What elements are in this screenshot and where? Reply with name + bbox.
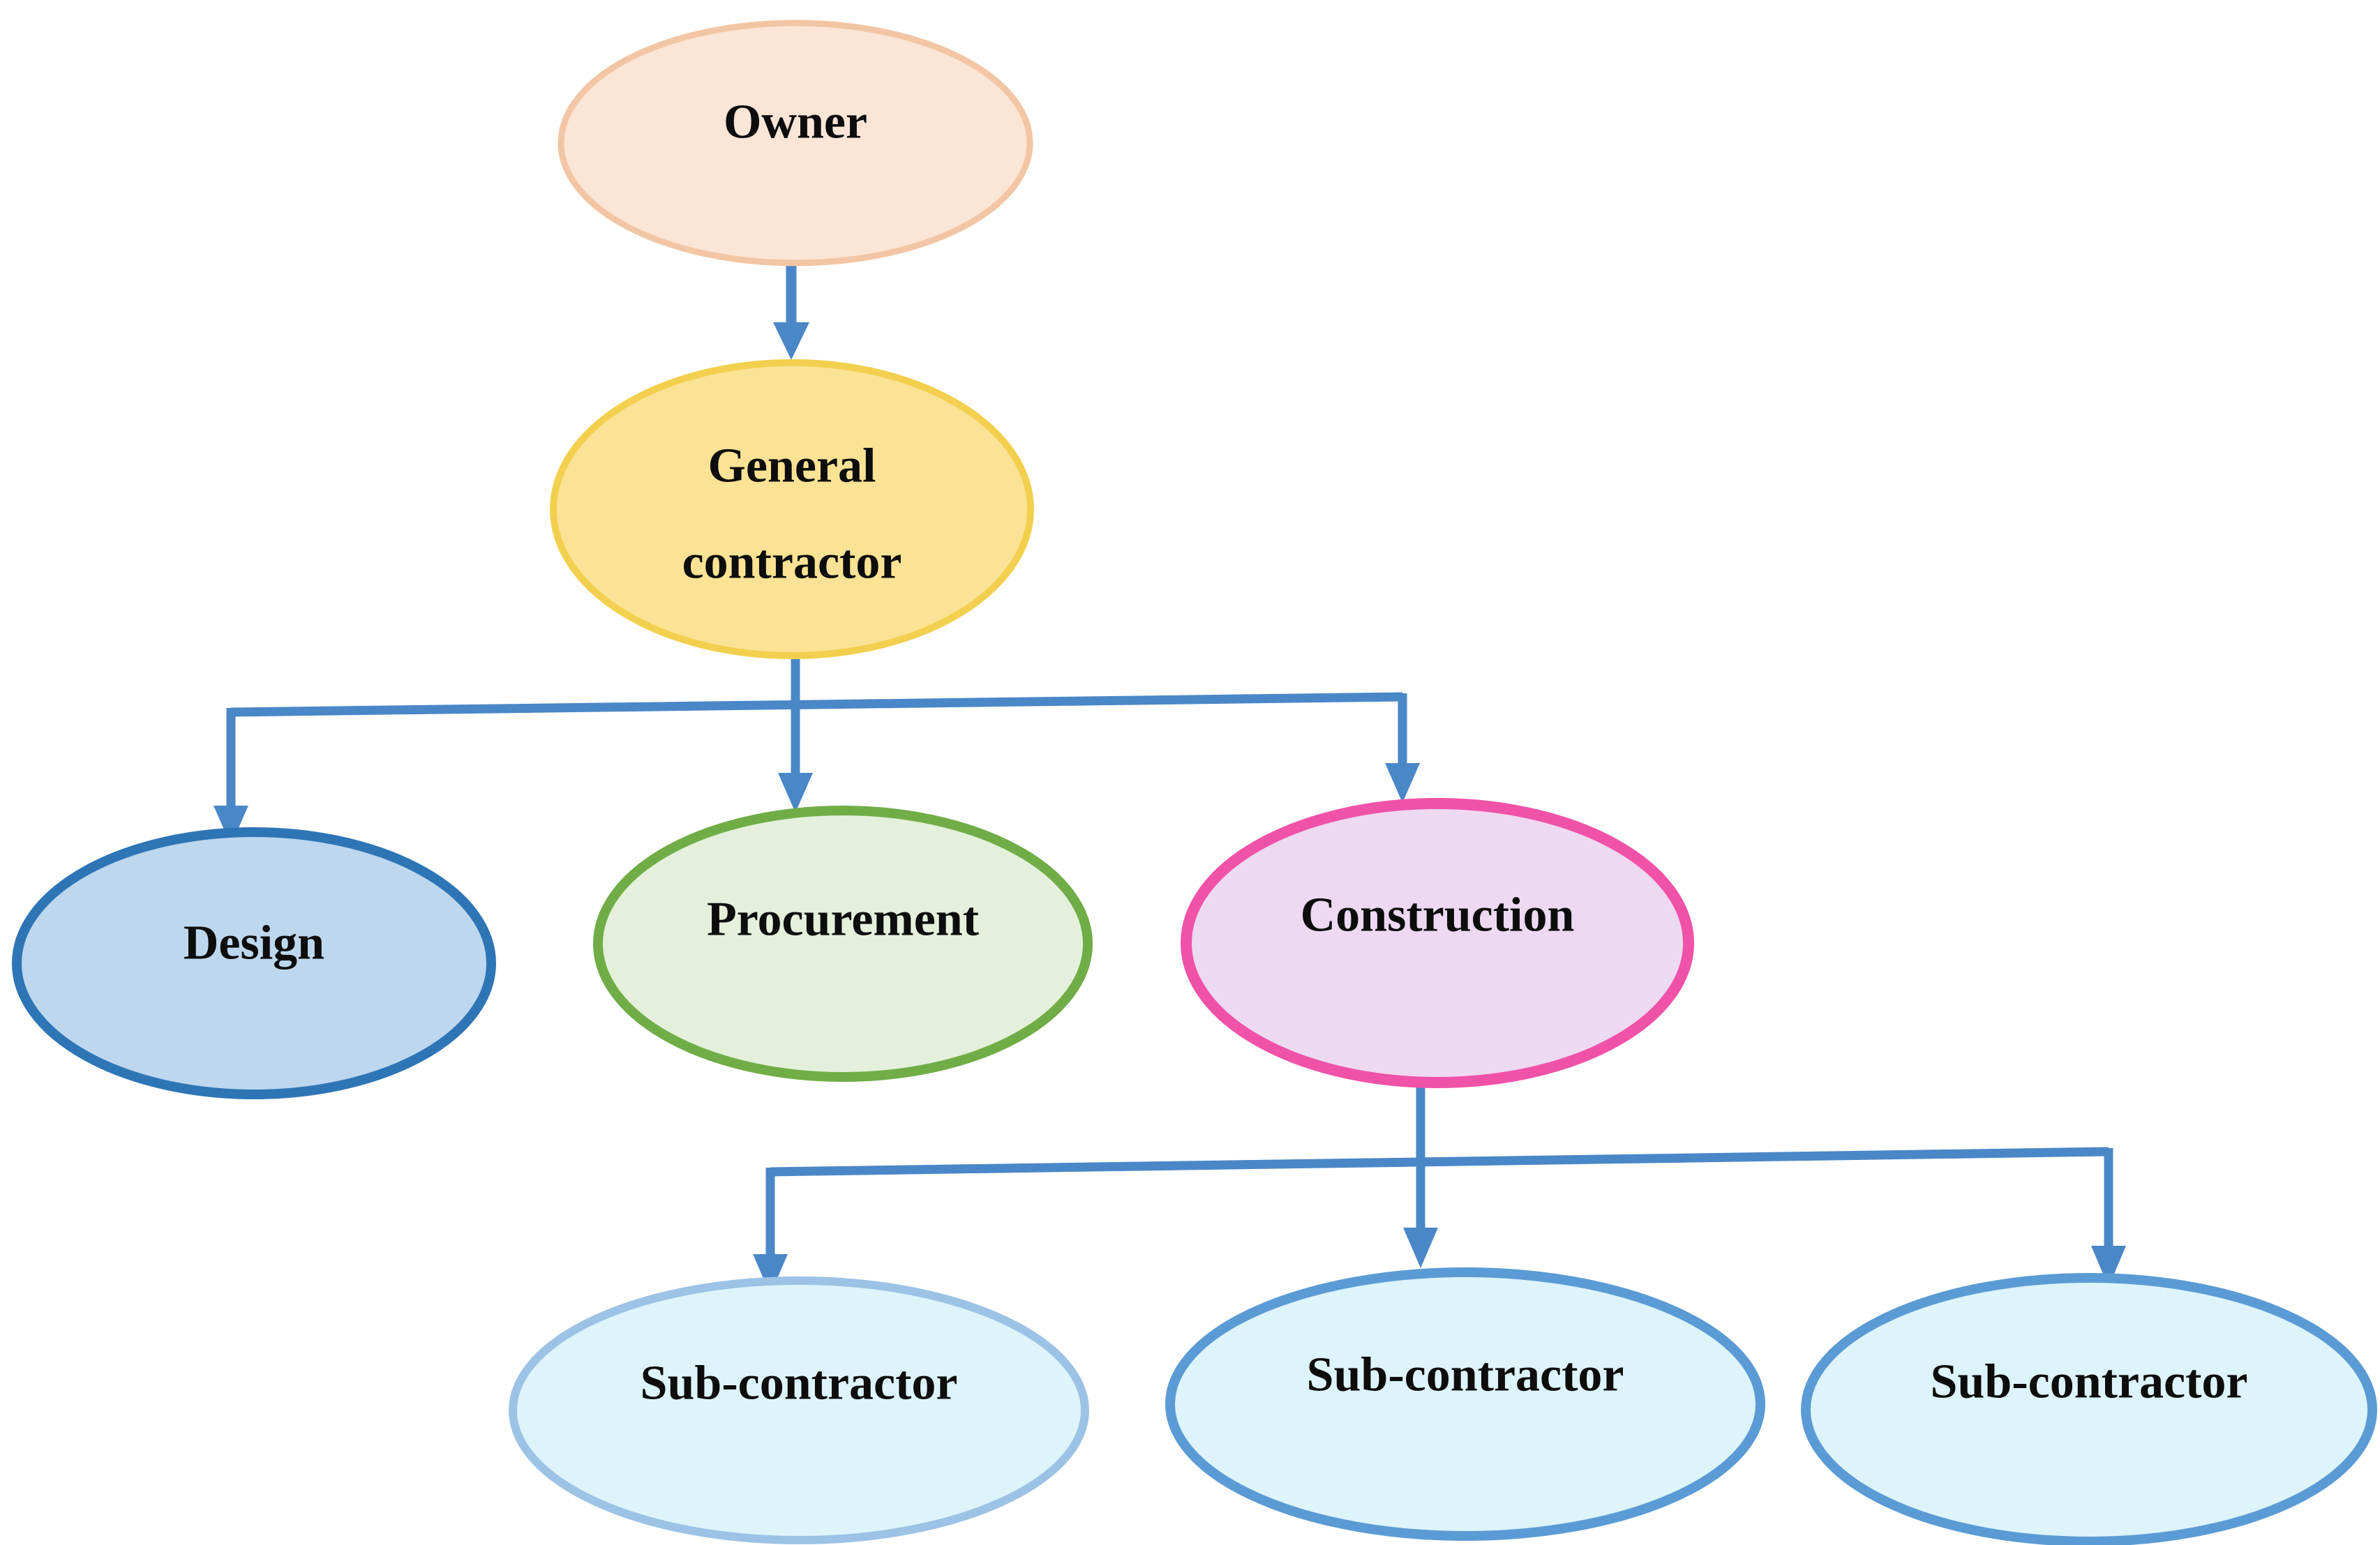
node-design-ellipse xyxy=(12,827,496,1099)
edge-construction-to-subcontractor-3 xyxy=(2091,1148,2126,1287)
node-subcontractor-2: Sub-contractor xyxy=(1165,1267,1765,1541)
edge-construction-to-subcontractor-1 xyxy=(753,1168,788,1295)
node-subcontractor-2-ellipse xyxy=(1165,1267,1765,1541)
node-construction-label: Construction xyxy=(1301,889,1575,942)
node-subcontractor-3-label: Sub-contractor xyxy=(1931,1355,2248,1409)
node-subcontractor-3-ellipse xyxy=(1801,1273,2377,1545)
edge-gc-to-design xyxy=(214,708,248,845)
node-general-contractor-label-line2: contractor xyxy=(682,536,902,589)
node-general-contractor-ellipse xyxy=(550,359,1034,659)
arrowhead-icon xyxy=(1403,1228,1438,1268)
arrowhead-icon xyxy=(214,806,248,845)
edge-construction-branch-rail xyxy=(770,1147,2109,1177)
node-design: Design xyxy=(12,827,496,1099)
arrowhead-icon xyxy=(753,1254,788,1295)
node-owner-label: Owner xyxy=(724,96,867,149)
node-subcontractor-2-label: Sub-contractor xyxy=(1307,1348,1624,1402)
node-subcontractor-3: Sub-contractor xyxy=(1801,1273,2377,1545)
node-owner-ellipse xyxy=(557,20,1033,266)
edge-owner-to-general-contractor xyxy=(773,259,809,360)
node-subcontractor-1-ellipse xyxy=(509,1276,1089,1544)
node-construction-ellipse xyxy=(1181,798,1694,1088)
node-general-contractor: General contractor xyxy=(550,359,1034,659)
edge-gc-branch-rail xyxy=(230,692,1403,717)
node-procurement-label: Procurement xyxy=(707,893,979,947)
node-owner: Owner xyxy=(557,20,1033,266)
edge-gc-to-construction xyxy=(1385,693,1420,803)
arrowhead-icon xyxy=(2091,1246,2126,1287)
node-subcontractor-1-label: Sub-contractor xyxy=(641,1357,958,1410)
edges-group xyxy=(214,259,2126,1295)
node-procurement-ellipse xyxy=(593,806,1093,1082)
node-construction: Construction xyxy=(1181,798,1694,1088)
node-subcontractor-1: Sub-contractor xyxy=(509,1276,1089,1544)
arrowhead-icon xyxy=(778,773,813,813)
node-general-contractor-label-line1: General xyxy=(708,439,876,493)
node-procurement: Procurement xyxy=(593,806,1093,1082)
arrowhead-icon xyxy=(1385,763,1420,803)
node-design-label: Design xyxy=(184,917,324,970)
edge-construction-to-subcontractor-2 xyxy=(1403,1078,1438,1268)
arrowhead-icon xyxy=(773,322,809,360)
edge-gc-to-procurement xyxy=(778,653,813,813)
